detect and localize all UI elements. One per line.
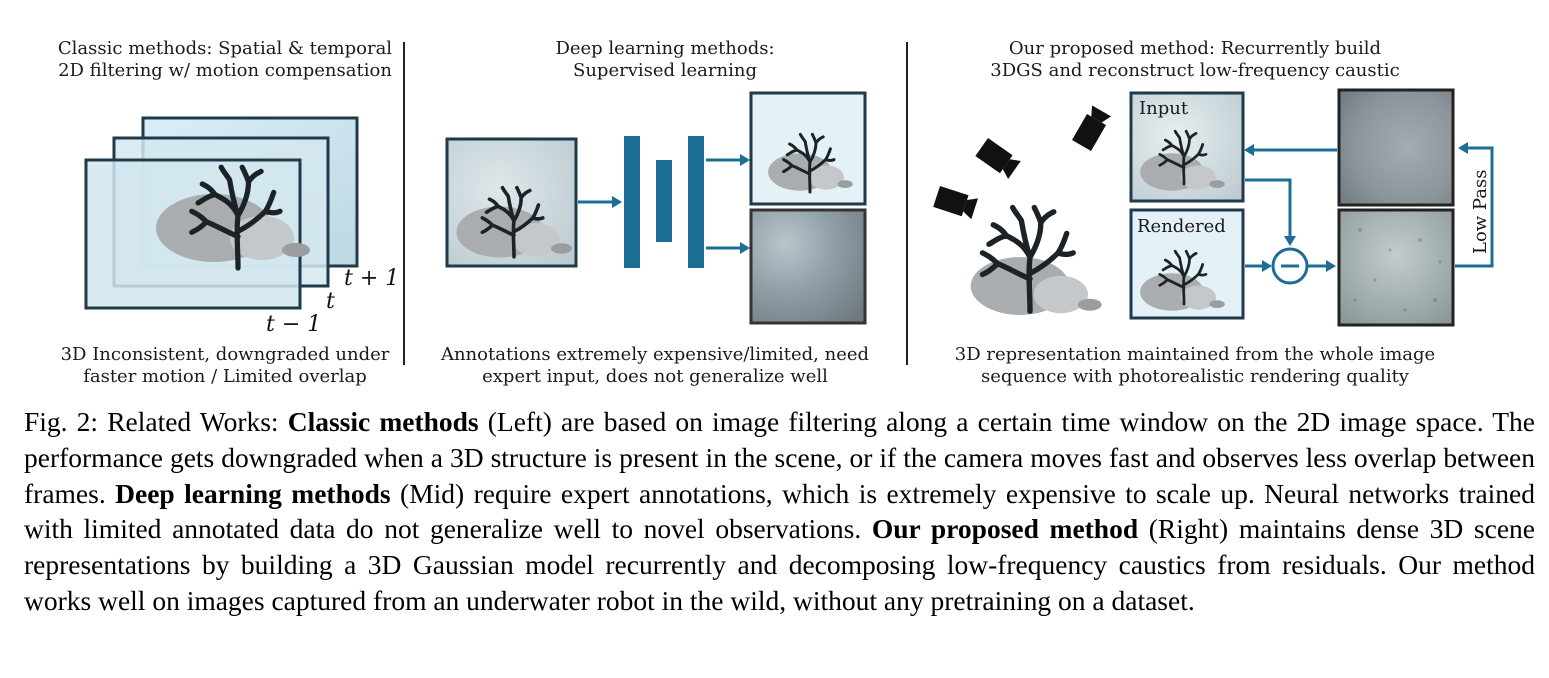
frame-label-t-plus-1: t + 1 bbox=[344, 266, 399, 291]
caption-text-1: (Left) are based on image filtering alon… bbox=[24, 406, 1535, 509]
left-title-line2: 2D filtering w/ motion compensation bbox=[58, 60, 392, 81]
camera-icon bbox=[1072, 105, 1112, 151]
left-footer-line2: faster motion / Limited overlap bbox=[83, 366, 367, 387]
mid-title: Deep learning methods: Supervised learni… bbox=[460, 38, 870, 82]
network-layer-2 bbox=[656, 160, 672, 242]
mid-title-line2: Supervised learning bbox=[573, 60, 757, 81]
left-title-line1: Classic methods: Spatial & temporal bbox=[57, 38, 393, 59]
network-layer-3 bbox=[688, 136, 704, 268]
residual-image bbox=[1337, 208, 1455, 327]
low-pass-label: Low Pass bbox=[1470, 170, 1491, 254]
left-footer-line1: 3D Inconsistent, downgraded under bbox=[60, 344, 390, 365]
caption-fig-label: Fig. 2: Related Works: bbox=[24, 406, 288, 437]
caption-bold-ours: Our proposed method bbox=[871, 513, 1139, 545]
caption-bold-deep: Deep learning methods bbox=[115, 477, 391, 509]
right-footer: 3D representation maintained from the wh… bbox=[930, 344, 1460, 388]
frame-label-t-minus-1: t − 1 bbox=[266, 312, 321, 337]
caption-bold-classic: Classic methods bbox=[287, 406, 479, 437]
right-title-line2: 3DGS and reconstruct low-frequency caust… bbox=[990, 60, 1400, 81]
right-diagram: Input Rendered bbox=[933, 88, 1494, 327]
mid-output-caustic bbox=[749, 208, 867, 325]
mid-title-line1: Deep learning methods: bbox=[555, 38, 775, 59]
left-footer: 3D Inconsistent, downgraded under faster… bbox=[40, 344, 410, 388]
mid-footer: Annotations extremely expensive/limited,… bbox=[410, 344, 900, 388]
figure-caption: Fig. 2: Related Works: Classic methods (… bbox=[24, 404, 1535, 619]
right-footer-line2: sequence with photorealistic rendering q… bbox=[981, 366, 1409, 387]
network-layer-1 bbox=[624, 136, 640, 268]
caption-text-3: (Right) maintains dense 3D scene represe… bbox=[24, 513, 1535, 616]
right-title-line1: Our proposed method: Recurrently build bbox=[1008, 38, 1382, 59]
low-freq-caustic-image bbox=[1337, 88, 1455, 207]
right-title: Our proposed method: Recurrently build 3… bbox=[950, 38, 1440, 82]
caption-text-2: (Mid) require expert annotations, which … bbox=[24, 477, 1535, 545]
stacked-frames: t + 1 t t − 1 bbox=[84, 116, 399, 337]
right-footer-line1: 3D representation maintained from the wh… bbox=[954, 344, 1436, 365]
input-label: Input bbox=[1139, 98, 1189, 119]
frame-label-t: t bbox=[326, 289, 335, 314]
camera-icon bbox=[975, 138, 1021, 179]
mid-footer-line1: Annotations extremely expensive/limited,… bbox=[440, 344, 870, 365]
left-title: Classic methods: Spatial & temporal 2D f… bbox=[40, 38, 410, 82]
figure-graphics: t + 1 t t − 1 bbox=[84, 42, 1494, 365]
rendered-label: Rendered bbox=[1137, 216, 1226, 237]
camera-icon bbox=[933, 186, 979, 220]
mid-diagram bbox=[445, 91, 867, 325]
figure: Classic methods: Spatial & temporal 2D f… bbox=[40, 38, 1494, 388]
mid-footer-line2: expert input, does not generalize well bbox=[482, 366, 828, 387]
